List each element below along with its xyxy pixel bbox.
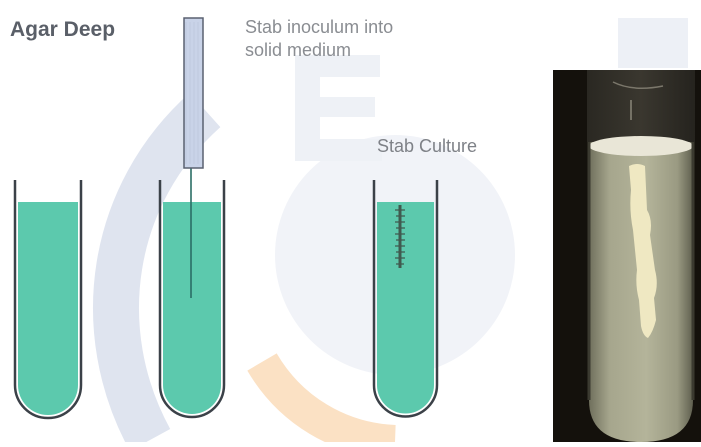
photo-meniscus	[589, 136, 693, 156]
agar-deep-label: Agar Deep	[10, 18, 115, 42]
stab-culture-tube	[374, 180, 437, 417]
photo-glass-top	[587, 70, 695, 142]
watermark-block	[618, 18, 688, 68]
agar-deep-tube	[15, 180, 81, 418]
stab-culture-photo	[553, 70, 701, 442]
stab-culture-label: Stab Culture	[377, 136, 477, 157]
agar-fill	[18, 202, 78, 415]
agar-fill	[163, 202, 221, 414]
watermark-letter-e	[295, 55, 382, 161]
needle-handle-icon	[184, 18, 203, 168]
agar-fill	[377, 202, 434, 414]
stab-instruction-label: Stab inoculum into solid medium	[245, 16, 393, 62]
inoculation-tube	[160, 18, 224, 417]
